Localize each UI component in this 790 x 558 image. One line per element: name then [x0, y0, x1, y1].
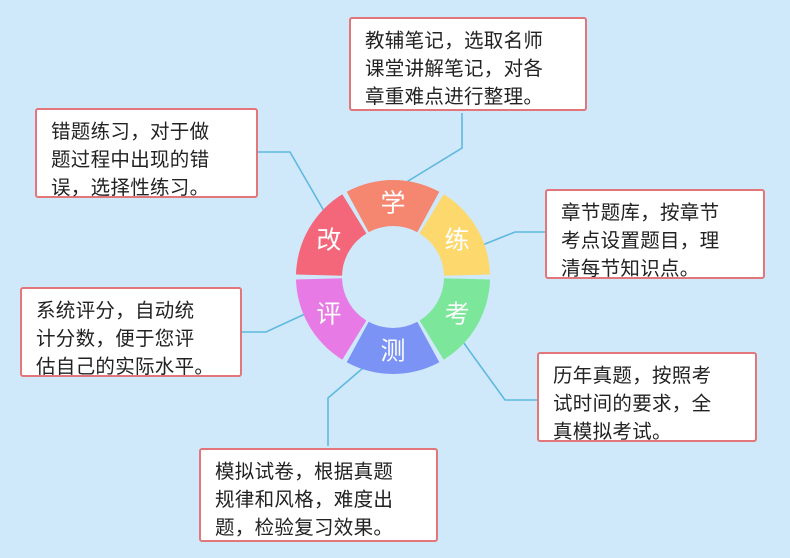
connector-practice	[479, 231, 546, 247]
note-correct-line-1: 错题练习，对于做	[51, 120, 210, 143]
connector-lines	[241, 113, 546, 446]
wheel-segment	[419, 278, 490, 360]
wheel-segment-label: 测	[380, 337, 405, 366]
note-evaluate-line-1: 系统评分，自动统	[36, 299, 195, 322]
note-practice-line-1: 章节题库，按章节	[561, 201, 720, 224]
note-test: 模拟试卷，根据真题 规律和风格，难度出 题，检验复习效果。	[199, 448, 438, 542]
wheel-segment-label: 学	[380, 189, 405, 218]
note-correct: 错题练习，对于做 题过程中出现的错 误，选择性练习。	[35, 108, 258, 199]
note-learn-line-1: 教辅笔记，选取名师	[365, 29, 544, 52]
note-exam-line-3: 真模拟考试。	[553, 420, 672, 443]
note-exam: 历年真题，按照考 试时间的要求，全 真模拟考试。	[537, 352, 757, 443]
wheel-segment-label: 考	[445, 300, 470, 329]
wheel-segment-label: 改	[316, 226, 341, 255]
connector-correct	[258, 151, 336, 231]
note-learn-line-3: 章重难点进行整理。	[365, 85, 544, 108]
wheel-segment-label: 评	[316, 300, 341, 329]
note-exam-line-2: 试时间的要求，全	[553, 392, 712, 415]
note-test-line-2: 规律和风格，难度出	[215, 488, 394, 511]
wheel-segment	[346, 321, 440, 374]
connector-exam	[457, 334, 538, 401]
note-test-line-3: 题，检验复习效果。	[215, 516, 394, 539]
wheel-segment-label: 练	[445, 226, 470, 255]
wheel-segment	[296, 194, 367, 276]
connector-evaluate	[241, 313, 306, 333]
note-practice-line-3: 清每节知识点。	[561, 257, 700, 280]
note-evaluate-line-3: 估自己的实际水平。	[36, 355, 215, 378]
connector-learn	[399, 113, 463, 187]
wheel-segment	[419, 194, 490, 276]
note-correct-line-2: 题过程中出现的错	[51, 148, 210, 171]
note-practice: 章节题库，按章节 考点设置题目，理 清每节知识点。	[545, 189, 765, 280]
connector-test	[327, 361, 371, 446]
note-exam-line-1: 历年真题，按照考	[553, 364, 712, 387]
note-learn-line-2: 课堂讲解笔记，对各	[365, 57, 544, 80]
note-practice-line-2: 考点设置题目，理	[561, 229, 720, 252]
wheel-segment	[346, 180, 440, 233]
note-evaluate-line-2: 计分数，便于您评	[36, 327, 195, 350]
note-test-line-1: 模拟试卷，根据真题	[215, 460, 394, 483]
note-correct-line-3: 误，选择性练习。	[51, 176, 210, 199]
note-evaluate: 系统评分，自动统 计分数，便于您评 估自己的实际水平。	[20, 287, 242, 378]
note-learn: 教辅笔记，选取名师 课堂讲解笔记，对各 章重难点进行整理。	[349, 17, 587, 111]
wheel-segment	[296, 278, 367, 360]
